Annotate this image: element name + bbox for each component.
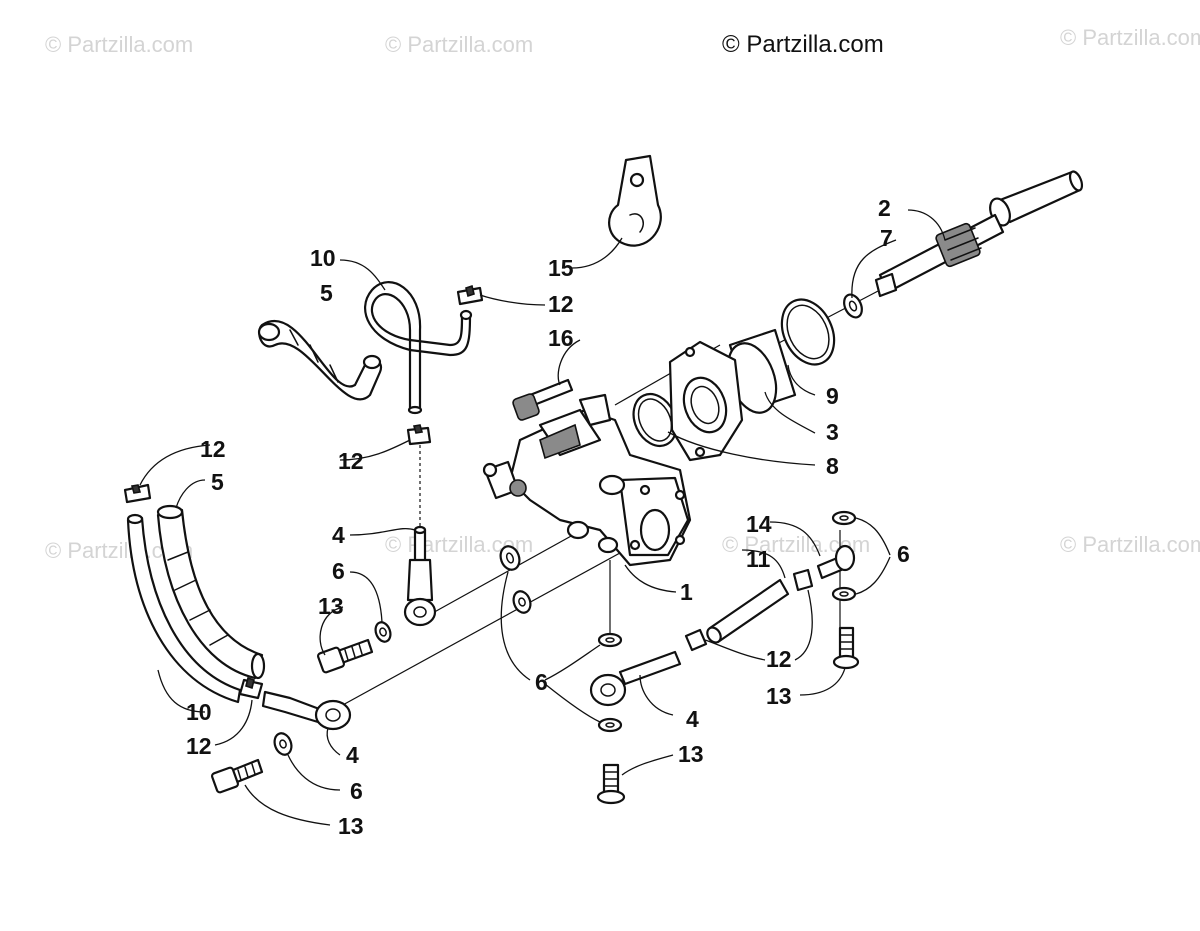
callout-7: 7	[880, 225, 893, 251]
callout-6-center: 6	[535, 669, 548, 695]
callout-15: 15	[548, 255, 574, 281]
pump-body	[482, 393, 692, 567]
callout-6-left: 6	[332, 558, 345, 584]
callout-13-right: 13	[766, 683, 792, 709]
callout-4-bottom: 4	[346, 742, 359, 768]
hose-clamp-mid	[406, 424, 432, 446]
callout-16: 16	[548, 325, 574, 351]
hose-upper-loop	[363, 281, 473, 415]
washer-small	[843, 293, 863, 319]
callout-6-bottom: 6	[350, 778, 363, 804]
callout-12-bottom: 12	[186, 733, 212, 759]
callout-13-bottom: 13	[678, 741, 704, 767]
callout-12-right: 12	[766, 646, 792, 672]
callout-4-right: 4	[686, 706, 699, 732]
pump-bolt	[512, 378, 574, 421]
hose-clamp-left	[123, 483, 152, 504]
callout-10-bottom: 10	[186, 699, 212, 725]
drive-shaft	[874, 170, 1084, 298]
pump-housing	[668, 328, 797, 462]
callout-6-right: 6	[897, 541, 910, 567]
watermark-top-left: © Partzilla.com	[45, 32, 193, 57]
bolt-right	[832, 626, 860, 670]
callout-12-top: 12	[548, 291, 574, 317]
washers	[273, 510, 857, 756]
hose-left-pair	[126, 504, 266, 704]
callout-2: 2	[878, 195, 891, 221]
callout-5-top: 5	[320, 280, 333, 306]
clamp-bracket	[608, 154, 662, 247]
hose-clamp-right-lower	[684, 628, 708, 652]
callout-11: 11	[746, 546, 771, 572]
hose-clamp-bottom	[238, 676, 264, 700]
hose-clamp-top	[456, 284, 484, 306]
callout-14: 14	[746, 511, 772, 537]
bolt-bottom-left	[210, 758, 264, 794]
callout-3: 3	[826, 419, 839, 445]
banjo-fitting-upper	[403, 525, 437, 627]
hose-upper-left	[257, 320, 383, 401]
bolt-left	[316, 638, 374, 674]
callout-13-center: 13	[338, 813, 364, 839]
callout-8: 8	[826, 453, 839, 479]
watermark-main: © Partzilla.com	[722, 31, 884, 58]
bolt-bottom-center	[596, 763, 626, 805]
callout-1: 1	[680, 579, 693, 605]
callout-13-left: 13	[318, 593, 344, 619]
watermark-mid-right: © Partzilla.com	[1060, 532, 1200, 557]
callout-9: 9	[826, 383, 839, 409]
callout-12-left: 12	[200, 436, 226, 462]
tube-straight	[706, 578, 790, 644]
o-ring-large	[780, 298, 836, 366]
callout-4-top: 4	[332, 522, 345, 548]
callout-10-top: 10	[310, 245, 336, 271]
callout-numbers: 2 7 9 3 8 15 10 5 12 16 12 12 5 4 6 13 1…	[186, 195, 910, 839]
hose-clamp-right-upper	[792, 568, 814, 592]
callout-5-left: 5	[211, 469, 224, 495]
watermark-top-right: © Partzilla.com	[1060, 25, 1200, 50]
banjo-fitting-lower-center	[589, 650, 682, 707]
watermark-top-center: © Partzilla.com	[385, 32, 533, 57]
banjo-fitting-lower-left	[261, 690, 352, 731]
leader-lines	[139, 209, 946, 826]
nipple-fitting	[816, 544, 856, 580]
callout-12-mid: 12	[338, 448, 364, 474]
